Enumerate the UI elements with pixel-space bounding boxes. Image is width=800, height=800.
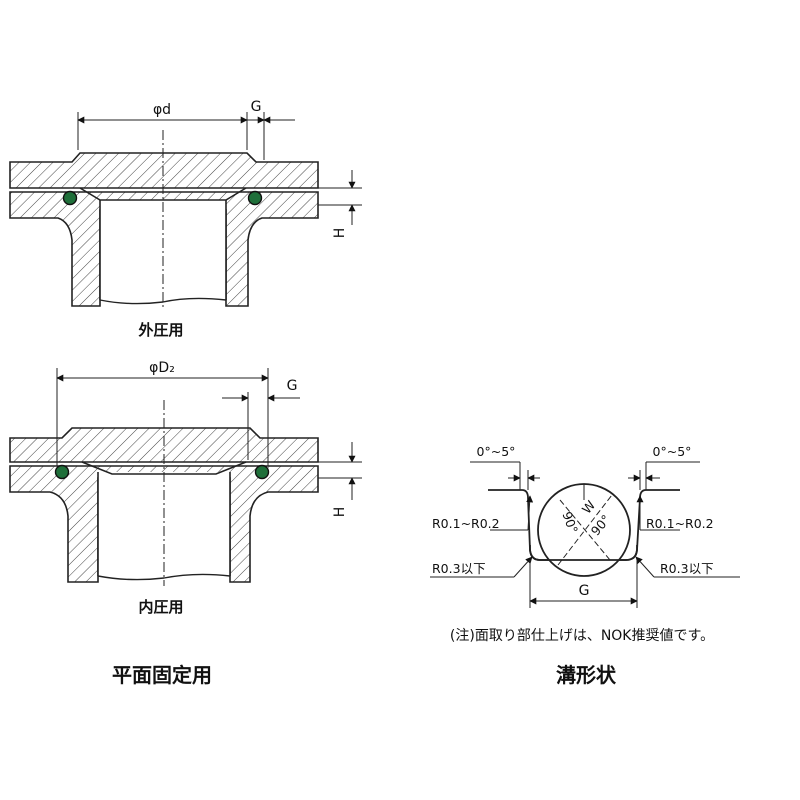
external-pressure-figure: φd G H 外圧用 — [9, 99, 362, 339]
g-label-mid: G — [287, 378, 298, 394]
o-ring-left — [62, 190, 78, 206]
note-chamfer: (注)面取り部仕上げは、NOK推奨値です。 — [450, 628, 714, 644]
g-label-top: G — [251, 99, 262, 115]
h-label-mid: H — [332, 507, 348, 518]
caption-groove-shape: 溝形状 — [556, 663, 617, 687]
r-top-right: R0.1~R0.2 — [646, 516, 714, 531]
r-bottom-right: R0.3以下 — [660, 561, 714, 576]
phi-d2-label: φD₂ — [149, 360, 175, 376]
g-label-groove: G — [579, 583, 590, 599]
angle-right-label: 0°~5° — [653, 444, 692, 459]
mid-bore — [98, 472, 230, 580]
o-ring-right-internal — [254, 464, 270, 480]
o-ring-right — [247, 190, 263, 206]
angle-left-label: 0°~5° — [477, 444, 516, 459]
groove-shape-figure: W 90° 90° 0°~5° 0°~5° R0.1~R0.2 R0.1~R0.… — [430, 444, 740, 644]
r-bottom-left: R0.3以下 — [432, 561, 486, 576]
caption-flat-fixed: 平面固定用 — [112, 663, 212, 687]
caption-internal: 内圧用 — [138, 598, 183, 616]
angle-90-left: 90° — [559, 509, 581, 535]
top-cover-upper — [9, 152, 319, 189]
h-label-top: H — [332, 228, 348, 239]
o-ring-left-internal — [54, 464, 70, 480]
phi-d-label: φd — [153, 102, 171, 118]
caption-external: 外圧用 — [137, 321, 183, 339]
r-top-left: R0.1~R0.2 — [432, 516, 500, 531]
internal-pressure-figure: φD₂ G H 内圧用 — [9, 360, 362, 616]
